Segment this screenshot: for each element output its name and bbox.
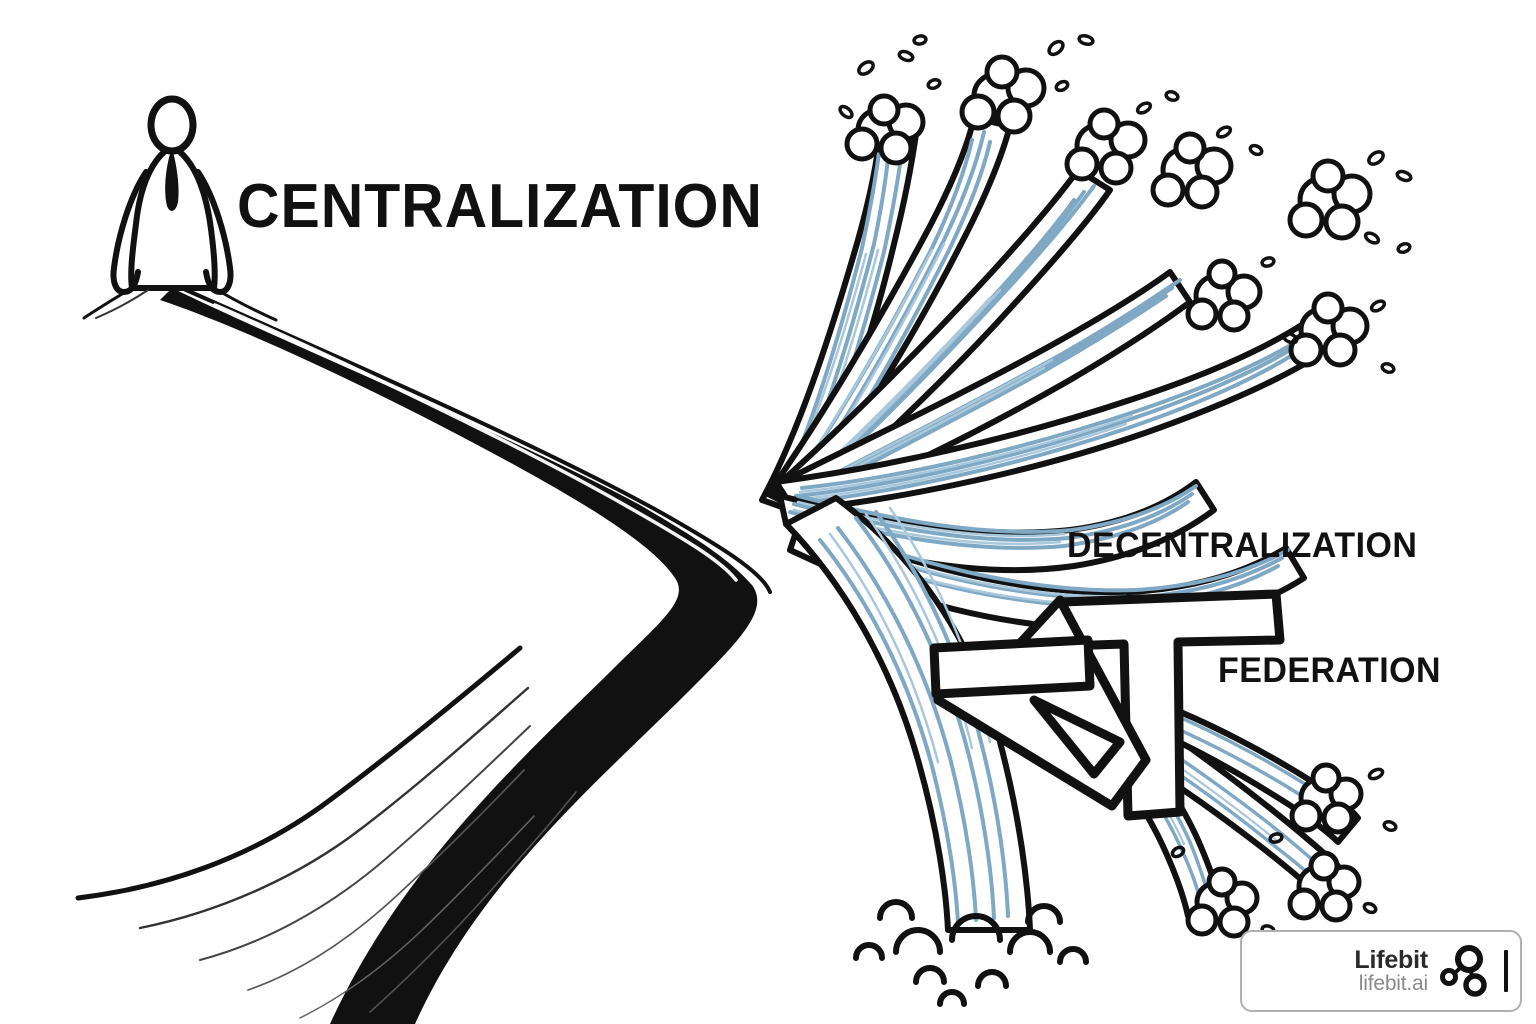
centralization-tail-strokes [75,645,577,1019]
foam-burst-9 [1287,850,1362,923]
a-crossbar [929,635,1095,699]
foam-burst-2 [959,54,1047,135]
foam-burst-6 [1185,258,1263,333]
badge-title: Lifebit [1354,945,1428,974]
foam-burst-7 [1288,291,1370,368]
foam-burst-4 [1150,131,1234,210]
figure-robe-trail-2 [95,289,149,319]
figure-right-arm [195,169,234,296]
droplet-marks [838,33,1413,936]
foam-burst-5 [1287,158,1373,241]
rotated-a-letterform [929,589,1285,821]
figure-neck [165,148,179,211]
figure-robe [128,143,218,291]
node-graph-icon [1440,945,1487,997]
foam-burst-1 [844,93,926,166]
figure-head [147,95,197,155]
lifebit-badge[interactable]: Lifebit lifebit.ai [1240,930,1522,1012]
label-federation: Federation [1218,637,1442,693]
foam-burst-3 [1064,107,1148,186]
foam-bursts [844,54,1373,939]
black-band-highlight [213,303,738,582]
centralization-stream [75,280,772,1024]
waterfall-splash [853,899,1089,1007]
figure-robe-trail-right [212,286,278,322]
foam-burst-8 [1289,762,1364,835]
badge-text-group: Lifebit lifebit.ai [1354,947,1428,995]
foam-burst-10 [1185,866,1260,939]
black-band-upper-edge [166,280,772,594]
standing-person-figure [82,95,278,322]
label-decentralization: Decentralization [1067,512,1418,568]
label-centralization: CENTRALIZATION [237,172,763,241]
figure-robe-trail-left [82,286,134,320]
vertical-bar-icon [1504,950,1508,992]
a-counter [1029,695,1125,779]
badge-url: lifebit.ai [1358,972,1428,996]
blue-branch-3 [769,167,1113,515]
black-band-main [160,288,758,1024]
